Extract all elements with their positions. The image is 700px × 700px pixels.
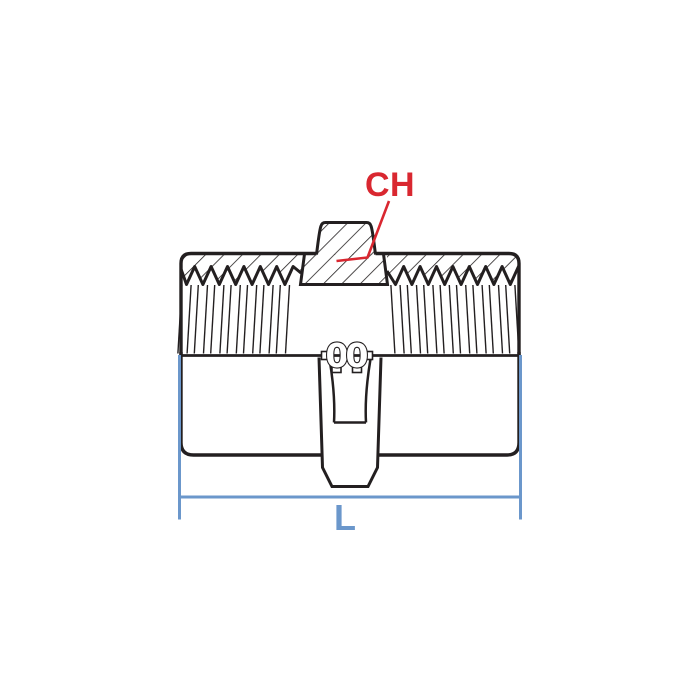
glyph-tab-bottom-left (331, 364, 342, 374)
hex-tab-hatch (316, 222, 376, 255)
glyph-tab-bottom-right (351, 364, 363, 374)
hex-facet-curve-left (328, 358, 336, 423)
thread-flank-lines (177, 284, 520, 354)
callout-leader-line (336, 200, 391, 263)
length-dimension-label: L (334, 497, 356, 538)
thread-crest-zigzag (179, 265, 521, 286)
glyph-tab-left (320, 350, 331, 361)
hex-tab-outline (315, 221, 377, 255)
glyph-tab-right (364, 350, 374, 361)
hex-boss-outline (317, 357, 383, 488)
glyph-tab-middle (342, 350, 353, 361)
center-block-hatch (300, 254, 388, 285)
hex-callout-label: CH (365, 166, 415, 204)
body-outline-top-left (179, 251, 317, 356)
center-block-outline (298, 253, 390, 286)
body-outline-top-right (375, 251, 521, 356)
center-glyph-left: 0 (326, 336, 349, 375)
center-glyph-right: 0 (346, 336, 369, 375)
hex-facet-curve-right (364, 358, 372, 423)
